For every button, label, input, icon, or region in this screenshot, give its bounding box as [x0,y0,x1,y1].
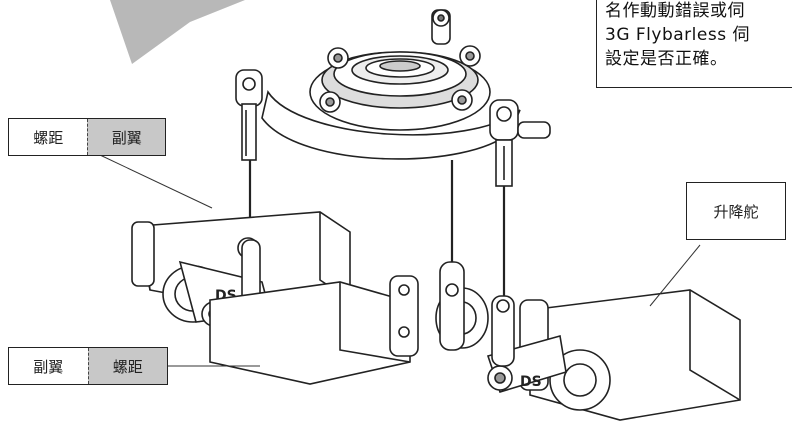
label-aileron-pitch-bottom: 副翼 螺距 [8,347,168,385]
swashplate [235,9,551,300]
instruction-note: 名作動動錯誤或伺 3G Flybarless 伺 設定是否正確。 [596,0,792,88]
label-elevator: 升降舵 [686,182,786,240]
direction-arrow-shape [110,0,245,64]
leader-lines [99,154,701,367]
note-line-1: 名作動動錯誤或伺 [605,1,745,21]
label-pitch-text: 螺距 [87,348,167,384]
middle-servo [209,261,489,385]
note-line-3: 設定是否正確。 [605,49,728,69]
label-pitch-aileron-top: 螺距 副翼 [8,118,166,156]
label-aileron-text: 副翼 [87,119,165,155]
svg-text:DS: DS [520,374,542,390]
right-servo: DS [486,289,741,421]
label-elevator-text: 升降舵 [687,183,785,239]
label-pitch-text: 螺距 [9,119,88,155]
note-line-2: 3G Flybarless 伺 [605,25,750,45]
label-aileron-text: 副翼 [9,348,88,384]
